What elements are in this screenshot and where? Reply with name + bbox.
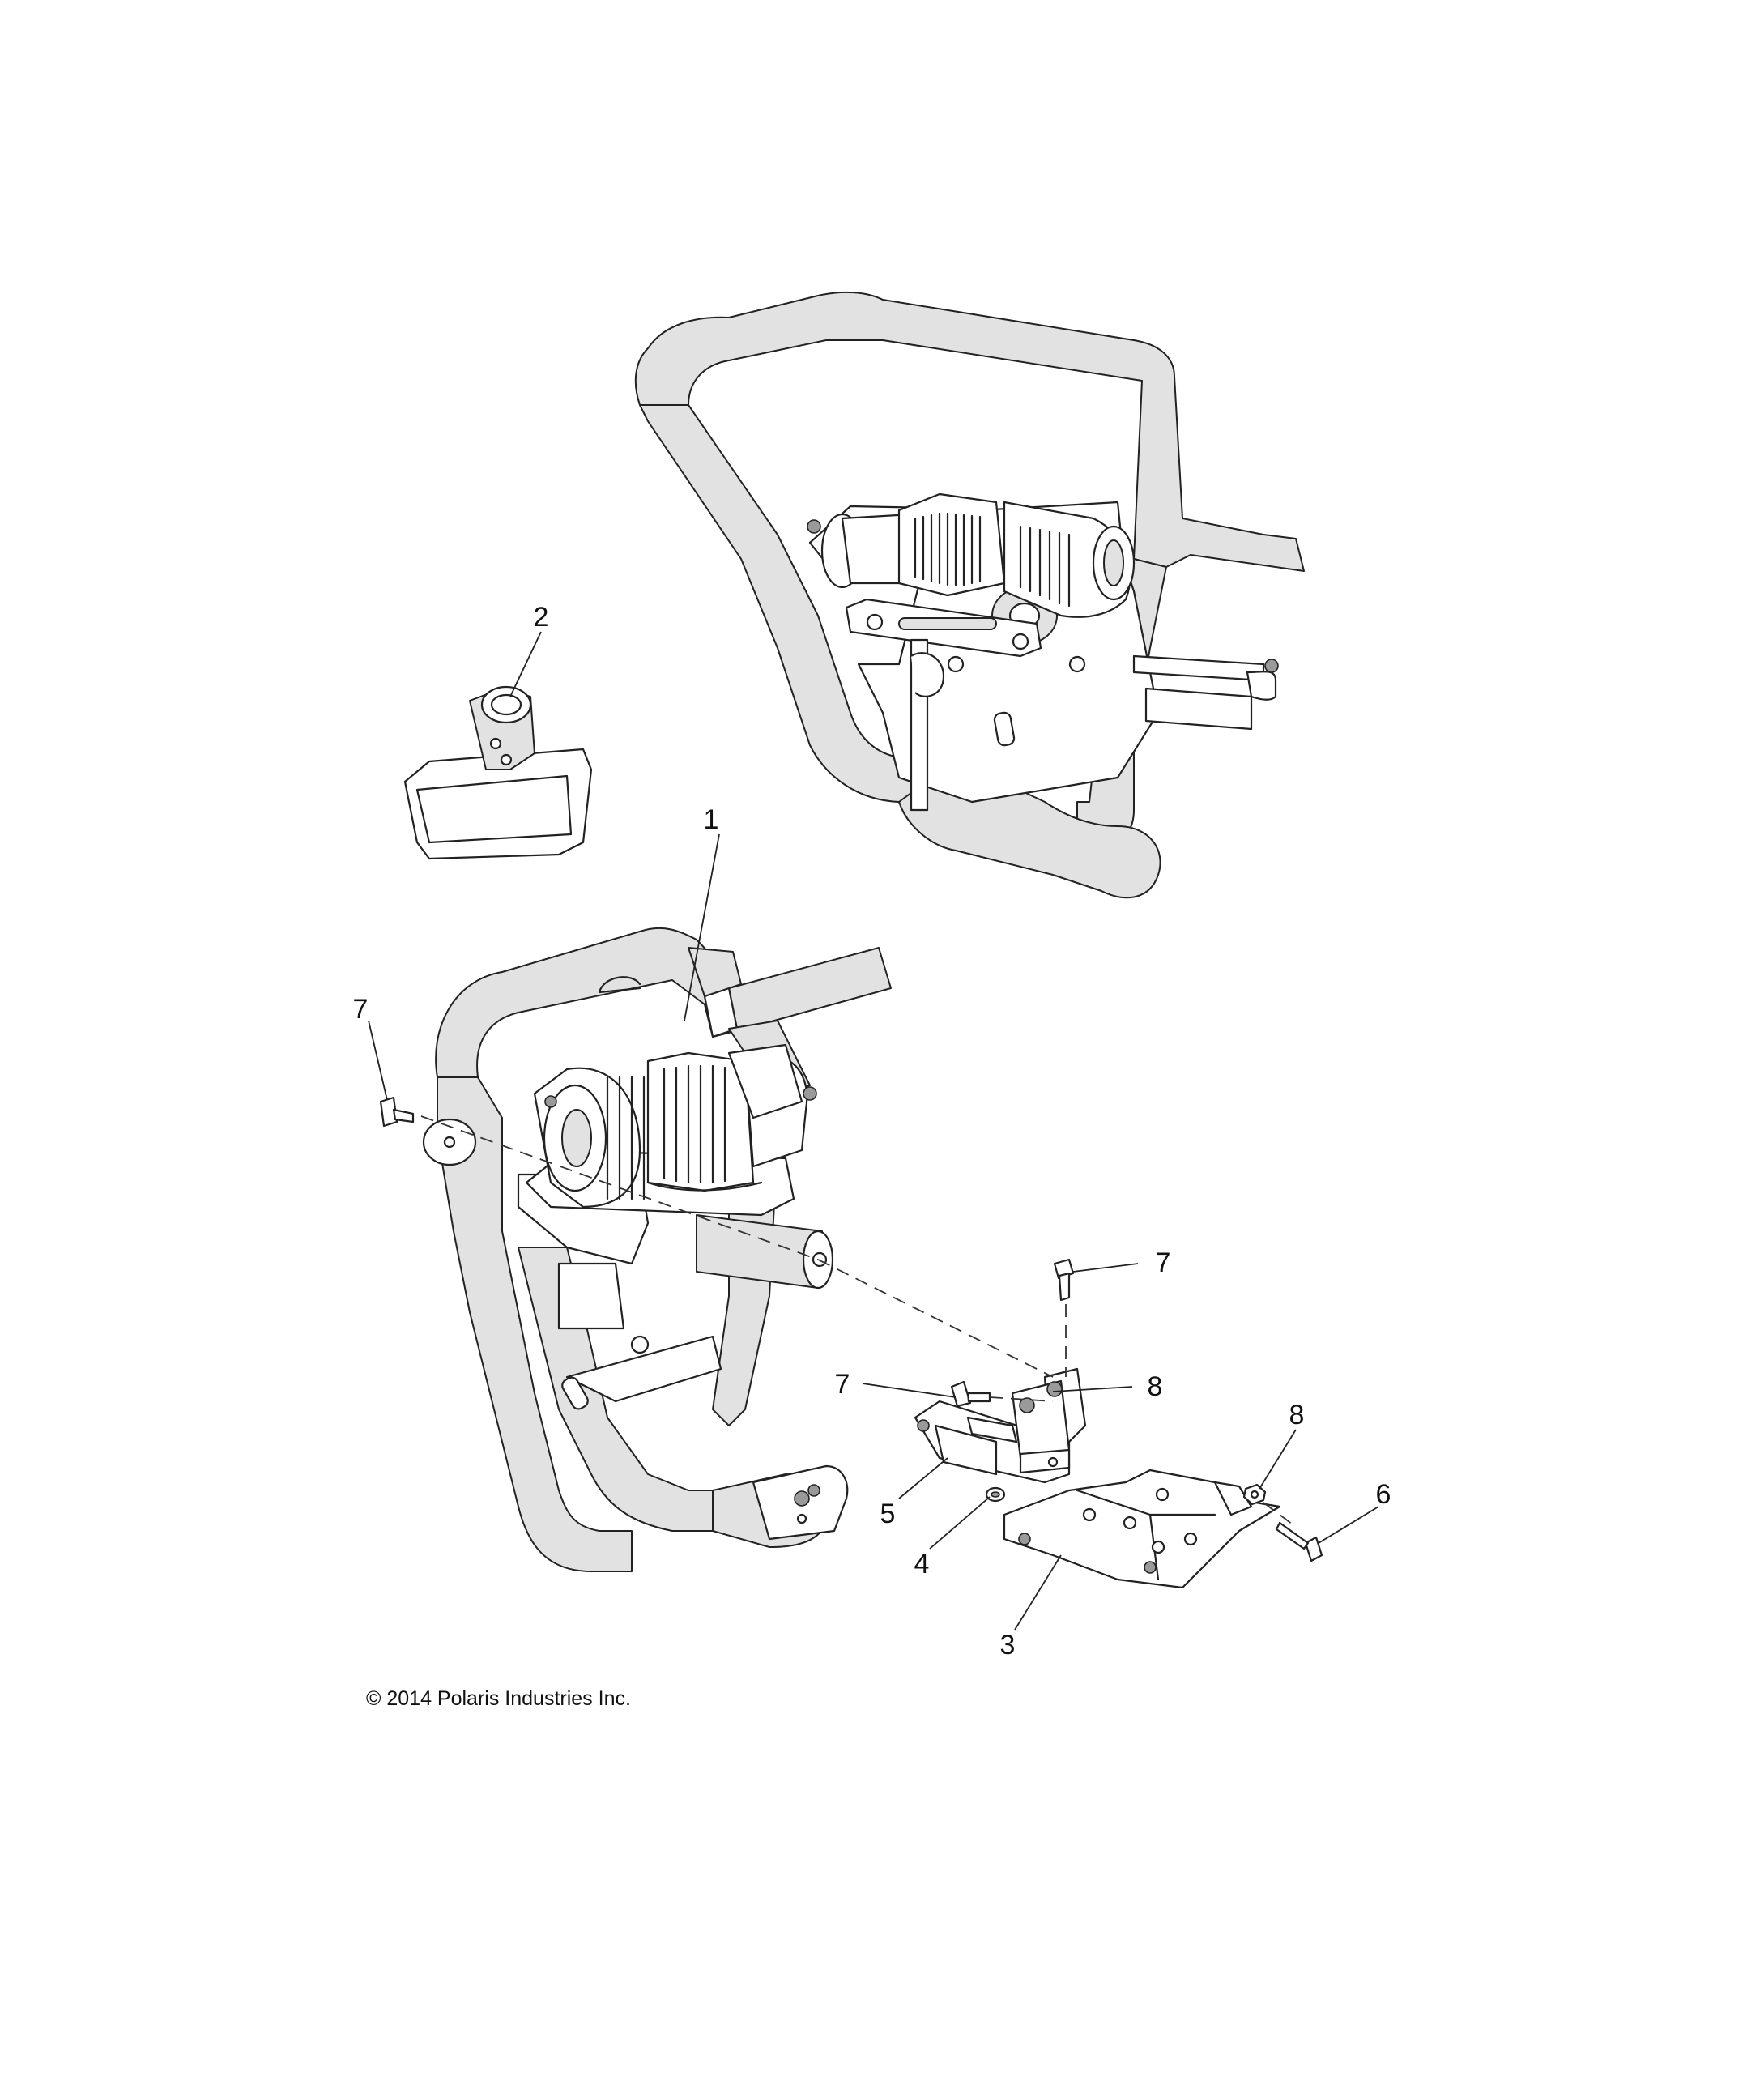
washer-4 [985,1486,1006,1503]
alignment-line [989,1396,1054,1402]
top-bumper-assembly [634,291,1305,899]
bolt-7-left [379,1096,415,1128]
mirror-part [403,685,593,860]
callout-1: 1 [704,804,719,835]
callout-7-left: 7 [353,994,369,1025]
callout-8-right: 8 [1289,1400,1305,1430]
callout-2: 2 [534,602,549,633]
bolt-7-upper [1053,1258,1075,1302]
callout-5: 5 [880,1499,896,1529]
copyright-text: © 2014 Polaris Industries Inc. [366,1687,631,1710]
callout-7-mid: 7 [835,1369,850,1400]
bracket-rear [1011,1367,1087,1474]
callout-3: 3 [1000,1630,1016,1661]
callout-7-upper: 7 [1156,1247,1171,1278]
alignment-line [420,1115,819,1260]
main-bumper-assembly [422,927,892,1572]
callout-8-mid: 8 [1148,1371,1163,1402]
callout-6: 6 [1376,1479,1391,1510]
alignment-line [817,1259,1054,1378]
callout-labels: 1 2 3 4 5 6 7 7 7 8 8 [353,602,1391,1661]
leader-lines [368,631,1379,1631]
bolt-7-mid [950,1380,991,1408]
alignment-line [1263,1502,1297,1528]
nut-8-right [1242,1483,1267,1506]
plate-3 [1003,1469,1281,1589]
bolt-6 [1275,1521,1323,1562]
callout-4: 4 [914,1549,930,1580]
